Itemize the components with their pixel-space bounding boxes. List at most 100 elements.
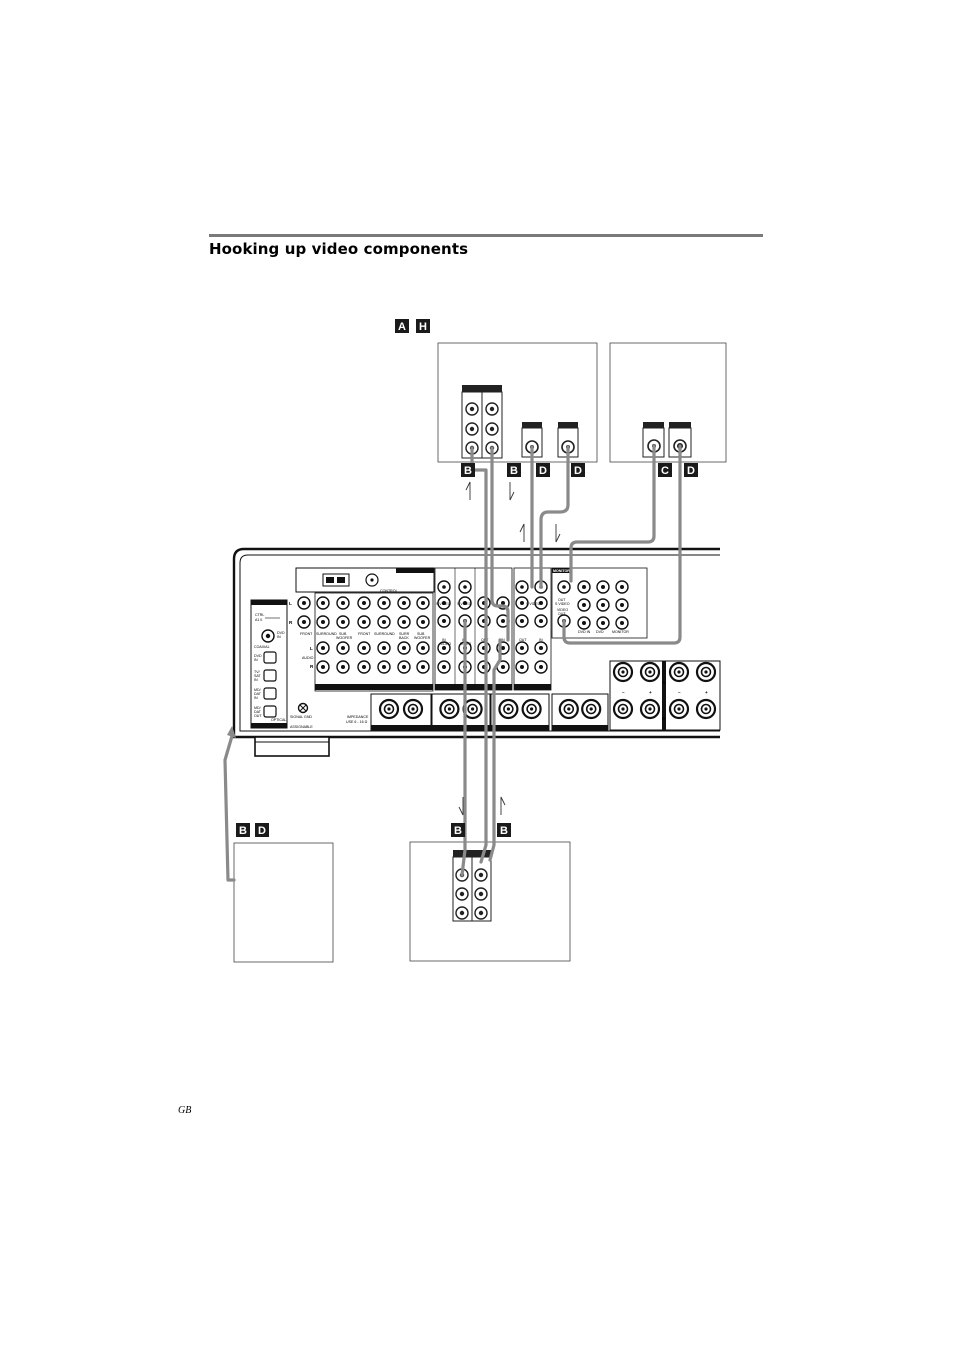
svg-text:B: B <box>500 825 508 837</box>
svg-text:L: L <box>310 646 313 651</box>
cable-lower-2 <box>488 638 502 862</box>
svg-text:B: B <box>239 825 247 837</box>
svg-text:DAT: DAT <box>254 692 262 696</box>
badge-upper-left-jacks-3: D <box>571 463 585 477</box>
badge-upper-right-jacks-1: D <box>684 463 698 477</box>
optical-jack-tv <box>263 669 277 682</box>
svg-text:B: B <box>510 465 518 477</box>
svg-text:D: D <box>574 465 582 477</box>
cable-lower-1 <box>460 619 467 877</box>
svg-text:MONITOR: MONITOR <box>612 630 629 634</box>
cable-monitor-video <box>562 444 682 645</box>
svg-text:SURROUND: SURROUND <box>374 632 395 636</box>
svg-text:R: R <box>310 664 314 669</box>
badge-top-group-0: A <box>395 319 409 333</box>
svg-text:B: B <box>454 825 462 837</box>
svg-text:S VIDEO: S VIDEO <box>555 602 570 606</box>
signal-gnd-label: SIGNAL GND <box>290 715 312 719</box>
svg-text:H: H <box>419 321 427 333</box>
svg-text:SUB: SUB <box>339 632 347 636</box>
svg-text:MD/: MD/ <box>254 706 261 710</box>
badge-upper-left-jacks-2: D <box>536 463 550 477</box>
badge-lower-mid-jacks-0: B <box>451 823 465 837</box>
svg-text:IN: IN <box>501 638 505 642</box>
assignable-label: ASSIGNABLE <box>290 725 313 729</box>
svg-text:DVD: DVD <box>254 654 262 658</box>
svg-text:S VIDEO: S VIDEO <box>436 602 451 606</box>
svg-text:R: R <box>289 620 293 625</box>
receiver-foot <box>254 736 330 757</box>
svg-text:DVD: DVD <box>596 630 604 634</box>
svg-text:FRONT: FRONT <box>300 632 313 636</box>
cables <box>223 444 682 882</box>
svg-text:VIDEO: VIDEO <box>557 608 568 612</box>
optical-label: OPTICAL <box>271 718 286 722</box>
svg-text:BACK: BACK <box>399 636 409 640</box>
svg-text:OUT: OUT <box>558 598 566 602</box>
badge-upper-left-jacks-1: B <box>507 463 521 477</box>
svg-text:MD/: MD/ <box>254 688 261 692</box>
svg-text:SAT: SAT <box>254 674 262 678</box>
lower-mid-rca-jacks <box>452 850 492 922</box>
svg-text:WOOFER: WOOFER <box>336 636 353 640</box>
svg-text:IN: IN <box>277 635 281 639</box>
audio-jack-grid <box>297 596 548 674</box>
svg-text:L: L <box>289 601 292 606</box>
svg-text:IN: IN <box>254 658 258 662</box>
svg-text:S VIDEO: S VIDEO <box>526 602 541 606</box>
svg-text:D: D <box>539 465 547 477</box>
speaker-a-label: A <box>662 680 666 685</box>
monitor-label: MONITOR <box>553 569 570 573</box>
section-heading: Hooking up video components <box>209 240 469 258</box>
svg-text:WOOFER: WOOFER <box>414 636 431 640</box>
svg-text:IN: IN <box>539 638 543 642</box>
flow-arrows <box>458 481 561 816</box>
page-footer-lang: GB <box>178 1105 192 1116</box>
svg-text:IN: IN <box>254 678 258 682</box>
lower-left-component-box <box>233 842 334 963</box>
svg-text:DVD IN: DVD IN <box>578 630 591 634</box>
cable-arrowhead <box>227 726 236 738</box>
badge-upper-left-jacks-0: B <box>461 463 475 477</box>
svg-text:IN: IN <box>254 696 258 700</box>
monitor-block <box>551 567 648 639</box>
svg-text:OUT: OUT <box>519 638 527 642</box>
optical-jack-md-in <box>263 687 277 700</box>
svg-text:B: B <box>464 465 472 477</box>
impedance-label: IMPEDANCE <box>347 715 369 719</box>
top-rule <box>209 234 763 237</box>
optical-jack-md-out <box>263 705 277 718</box>
svg-text:A: A <box>398 321 406 333</box>
ctrl-label: CTRL <box>255 613 264 617</box>
coaxial-label: COAXIAL <box>254 645 270 649</box>
cable-video-left <box>470 446 488 864</box>
cable-svideo-d2 <box>539 445 570 589</box>
svg-text:+: + <box>649 690 652 695</box>
svg-text:DAT: DAT <box>254 710 262 714</box>
optical-jack-dvd <box>263 651 277 664</box>
upper-left-rca-jacks <box>461 385 503 459</box>
control-label: CONTROL <box>380 589 398 593</box>
svg-text:TV/: TV/ <box>254 670 260 674</box>
svg-text:D: D <box>687 465 695 477</box>
svg-text:SUB: SUB <box>417 632 425 636</box>
cable-monitor-svideo <box>569 444 656 583</box>
badge-lower-left-group-1: D <box>255 823 269 837</box>
svg-text:S VIDEO: S VIDEO <box>457 602 472 606</box>
cable-lower-left <box>223 734 236 882</box>
svg-text:USE 6 - 16 Ω: USE 6 - 16 Ω <box>346 720 368 724</box>
svg-text:A1 II: A1 II <box>255 618 262 622</box>
svg-text:SURR: SURR <box>399 632 410 636</box>
badge-lower-left-group-0: B <box>236 823 250 837</box>
svg-text:D: D <box>258 825 266 837</box>
svg-text:SURROUND: SURROUND <box>316 632 337 636</box>
upper-left-svideo-jacks <box>521 422 579 458</box>
svg-text:OUT: OUT <box>558 612 566 616</box>
badge-lower-mid-jacks-1: B <box>497 823 511 837</box>
speaker-terminals <box>370 661 717 731</box>
svg-text:VIDEO: VIDEO <box>440 642 451 646</box>
badge-upper-right-jacks-0: C <box>658 463 672 477</box>
